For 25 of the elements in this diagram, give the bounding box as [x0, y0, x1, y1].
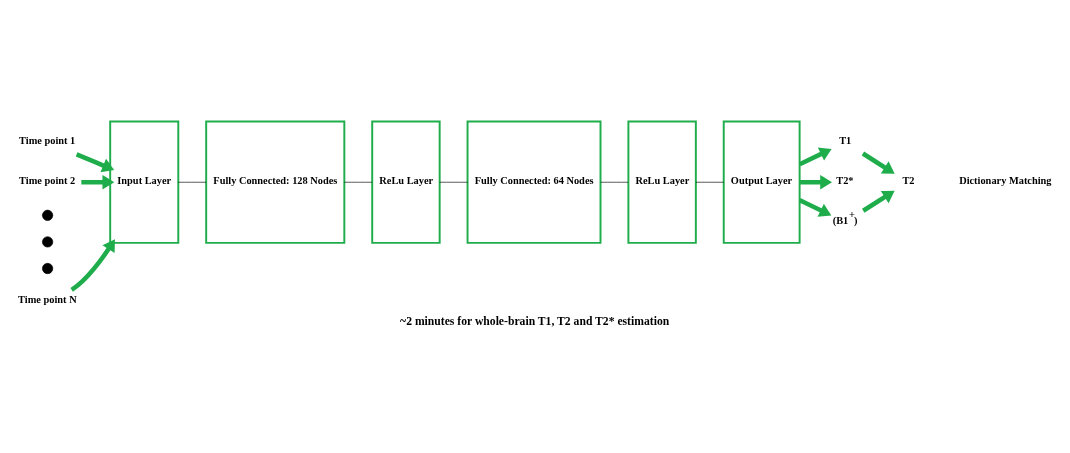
node-text: T2 — [902, 175, 915, 187]
arrow — [798, 198, 832, 217]
node-box: Input Layer — [109, 120, 180, 244]
node-circle — [42, 263, 54, 274]
node-circle — [42, 209, 54, 221]
node-box: Fully Connected: 64 Nodes — [466, 120, 602, 244]
node-text: Time point 1 — [19, 135, 76, 147]
node-circle — [42, 236, 54, 248]
node-text: T2* — [836, 175, 854, 187]
node-box: Fully Connected: 128 Nodes — [205, 120, 346, 244]
node-box: ReLu Layer — [371, 120, 441, 244]
node-text: Time point 2 — [19, 175, 76, 187]
arrow — [861, 151, 895, 174]
arrow — [81, 175, 115, 190]
node-box: Output Layer — [722, 120, 801, 244]
arrow — [862, 190, 895, 213]
label: Dictionary Matching — [959, 175, 1052, 187]
node-text: T1 — [839, 135, 852, 147]
node-box: ReLu Layer — [627, 120, 697, 244]
arrow — [798, 147, 832, 167]
arrow — [799, 175, 832, 190]
caption: ~2 minutes for whole-brain T1, T2 and T2* estimation — [400, 314, 670, 328]
arrow — [70, 239, 115, 292]
node-text: Time point N — [18, 294, 77, 306]
arrow — [75, 152, 115, 173]
